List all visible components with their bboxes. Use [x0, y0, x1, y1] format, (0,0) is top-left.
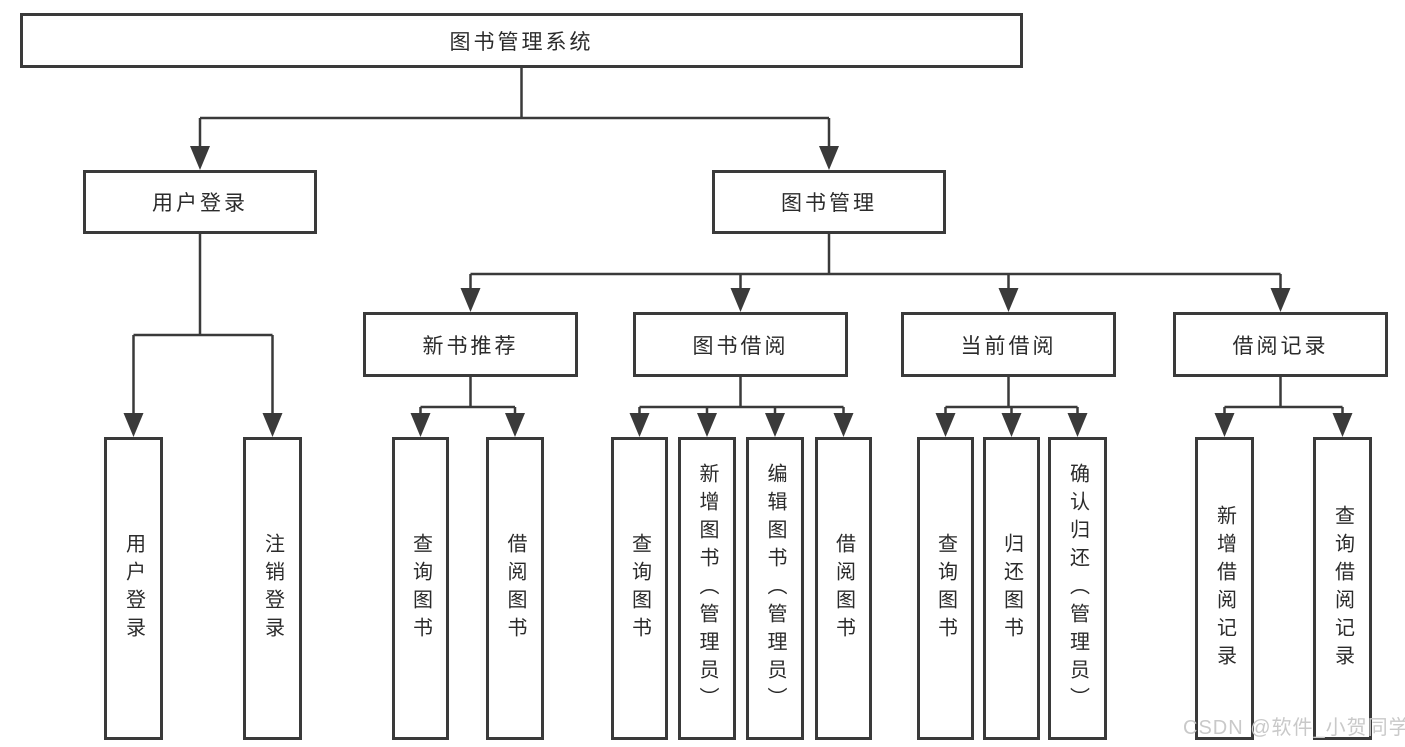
edge-new-book-split	[419, 377, 517, 419]
node-user-login: 用户登录	[83, 170, 317, 234]
node-logout: 注销登录	[243, 437, 302, 740]
node-nbr-query-books: 查询图书	[392, 437, 449, 740]
node-bb-add-books-admin: 新增图书（管理员）	[678, 437, 736, 740]
node-bb-query-books: 查询图书	[611, 437, 668, 740]
node-nbr-borrow-books: 借阅图书	[486, 437, 544, 740]
node-new-book-recommend-label: 新书推荐	[422, 334, 519, 358]
node-current-borrowing: 当前借阅	[901, 312, 1116, 377]
edge-root-split	[198, 68, 831, 152]
node-book-borrowing: 图书借阅	[633, 312, 848, 377]
node-br-query-record: 查询借阅记录	[1313, 437, 1372, 740]
node-user-login-label: 用户登录	[152, 192, 248, 215]
edge-current-borrowing-split	[944, 377, 1079, 419]
edge-borrowing-records-split	[1223, 377, 1344, 419]
edge-book-management-split	[469, 234, 1282, 294]
node-library-system: 图书管理系统	[20, 13, 1023, 68]
node-library-system-label: 图书管理系统	[449, 30, 594, 54]
node-bb-borrow-books: 借阅图书	[815, 437, 872, 740]
node-book-management-label: 图书管理	[781, 192, 877, 215]
node-user-login-leaf: 用户登录	[104, 437, 163, 740]
arrow-user-login	[190, 146, 210, 170]
node-borrowing-records-label: 借阅记录	[1232, 334, 1329, 358]
node-cb-query-books: 查询图书	[917, 437, 974, 740]
node-borrowing-records: 借阅记录	[1173, 312, 1388, 377]
edge-book-borrowing-split	[638, 377, 845, 419]
node-book-borrowing-label: 图书借阅	[692, 334, 789, 358]
node-cb-return-books: 归还图书	[983, 437, 1040, 740]
node-book-management: 图书管理	[712, 170, 946, 234]
node-br-add-record: 新增借阅记录	[1195, 437, 1254, 740]
node-bb-edit-books-admin: 编辑图书（管理员）	[746, 437, 804, 740]
arrow-book-management	[819, 146, 839, 170]
node-new-book-recommend: 新书推荐	[363, 312, 578, 377]
edge-user-login-split	[132, 234, 274, 419]
node-cb-confirm-return-admin: 确认归还（管理员）	[1048, 437, 1107, 740]
node-current-borrowing-label: 当前借阅	[960, 334, 1057, 358]
